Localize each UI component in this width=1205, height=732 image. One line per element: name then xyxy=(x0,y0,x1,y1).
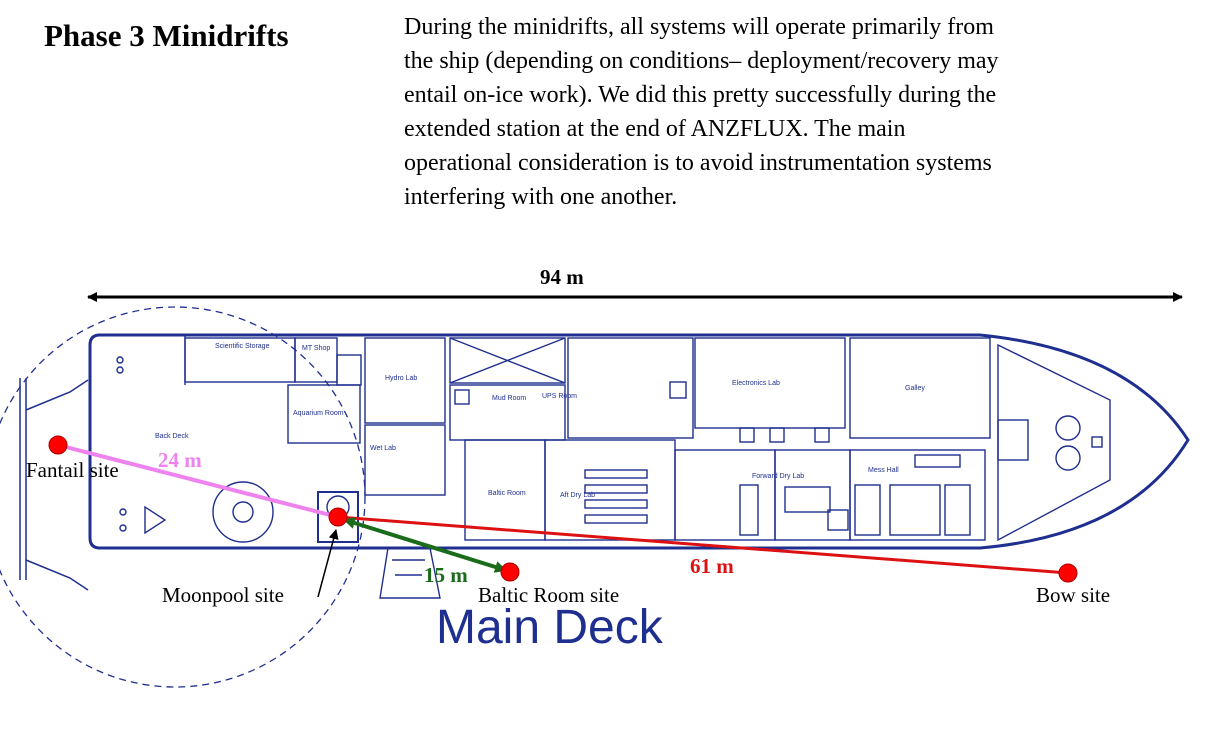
baltic-distance-label: 15 m xyxy=(424,563,468,587)
room-label-galley: Galley xyxy=(905,385,925,392)
room-label-mud-room: Mud Room xyxy=(492,395,526,402)
room-label-aft-dry-lab: Aft Dry Lab xyxy=(560,492,595,499)
baltic-site-label: Baltic Room site xyxy=(478,583,620,607)
room-label-scientific-storage: Scientific Storage xyxy=(215,343,270,350)
bow-site-marker xyxy=(1058,563,1078,583)
room-label-back-deck: Back Deck xyxy=(155,433,189,440)
ship-hull xyxy=(88,333,1190,550)
bow-site-label: Bow site xyxy=(1036,583,1111,607)
fantail-distance-label: 24 m xyxy=(158,448,202,472)
room-label-hydro-lab: Hydro Lab xyxy=(385,375,417,382)
baltic-site-marker xyxy=(500,562,520,582)
description-line: the ship (depending on conditions– deplo… xyxy=(404,48,999,74)
room-label-wet-lab: Wet Lab xyxy=(370,445,396,452)
fantail-moonpool-line xyxy=(57,443,339,519)
moonpool-pointer-arrow xyxy=(317,529,339,598)
moonpool-site-marker xyxy=(328,507,348,527)
description-line: entail on-ice work). We did this pretty … xyxy=(404,82,997,108)
deck-name-label: Main Deck xyxy=(436,601,663,654)
fantail-site-marker xyxy=(48,435,68,455)
fantail-site-label: Fantail site xyxy=(26,458,119,482)
stern-a-frame xyxy=(19,378,89,591)
moonpool-site-label: Moonpool site xyxy=(162,583,284,607)
room-label-forward-dry-lab: Forward Dry Lab xyxy=(752,473,804,480)
room-label-aquarium-room: Aquarium Room xyxy=(293,410,344,417)
bow-distance-label: 61 m xyxy=(690,554,734,578)
description-paragraph: During the minidrifts, all systems will … xyxy=(404,10,1194,214)
description-line: operational consideration is to avoid in… xyxy=(404,150,992,176)
room-label-baltic-room: Baltic Room xyxy=(488,490,526,497)
ship-length-label: 94 m xyxy=(540,265,584,289)
room-label-electronics-lab: Electronics Lab xyxy=(732,380,780,387)
slide-title: Phase 3 Minidrifts xyxy=(44,18,289,53)
room-label-mt-shop: MT Shop xyxy=(302,345,330,352)
interior-layout xyxy=(116,335,1111,599)
description-line: extended station at the end of ANZFLUX. … xyxy=(404,116,906,142)
moonpool-baltic-line xyxy=(343,517,507,573)
crane-swing-circle xyxy=(0,306,366,688)
description-line: During the minidrifts, all systems will … xyxy=(404,14,994,40)
room-label-ups-room: UPS Room xyxy=(542,393,577,400)
room-label-mess-hall: Mess Hall xyxy=(868,467,899,474)
description-line: interfering with one another. xyxy=(404,184,678,210)
